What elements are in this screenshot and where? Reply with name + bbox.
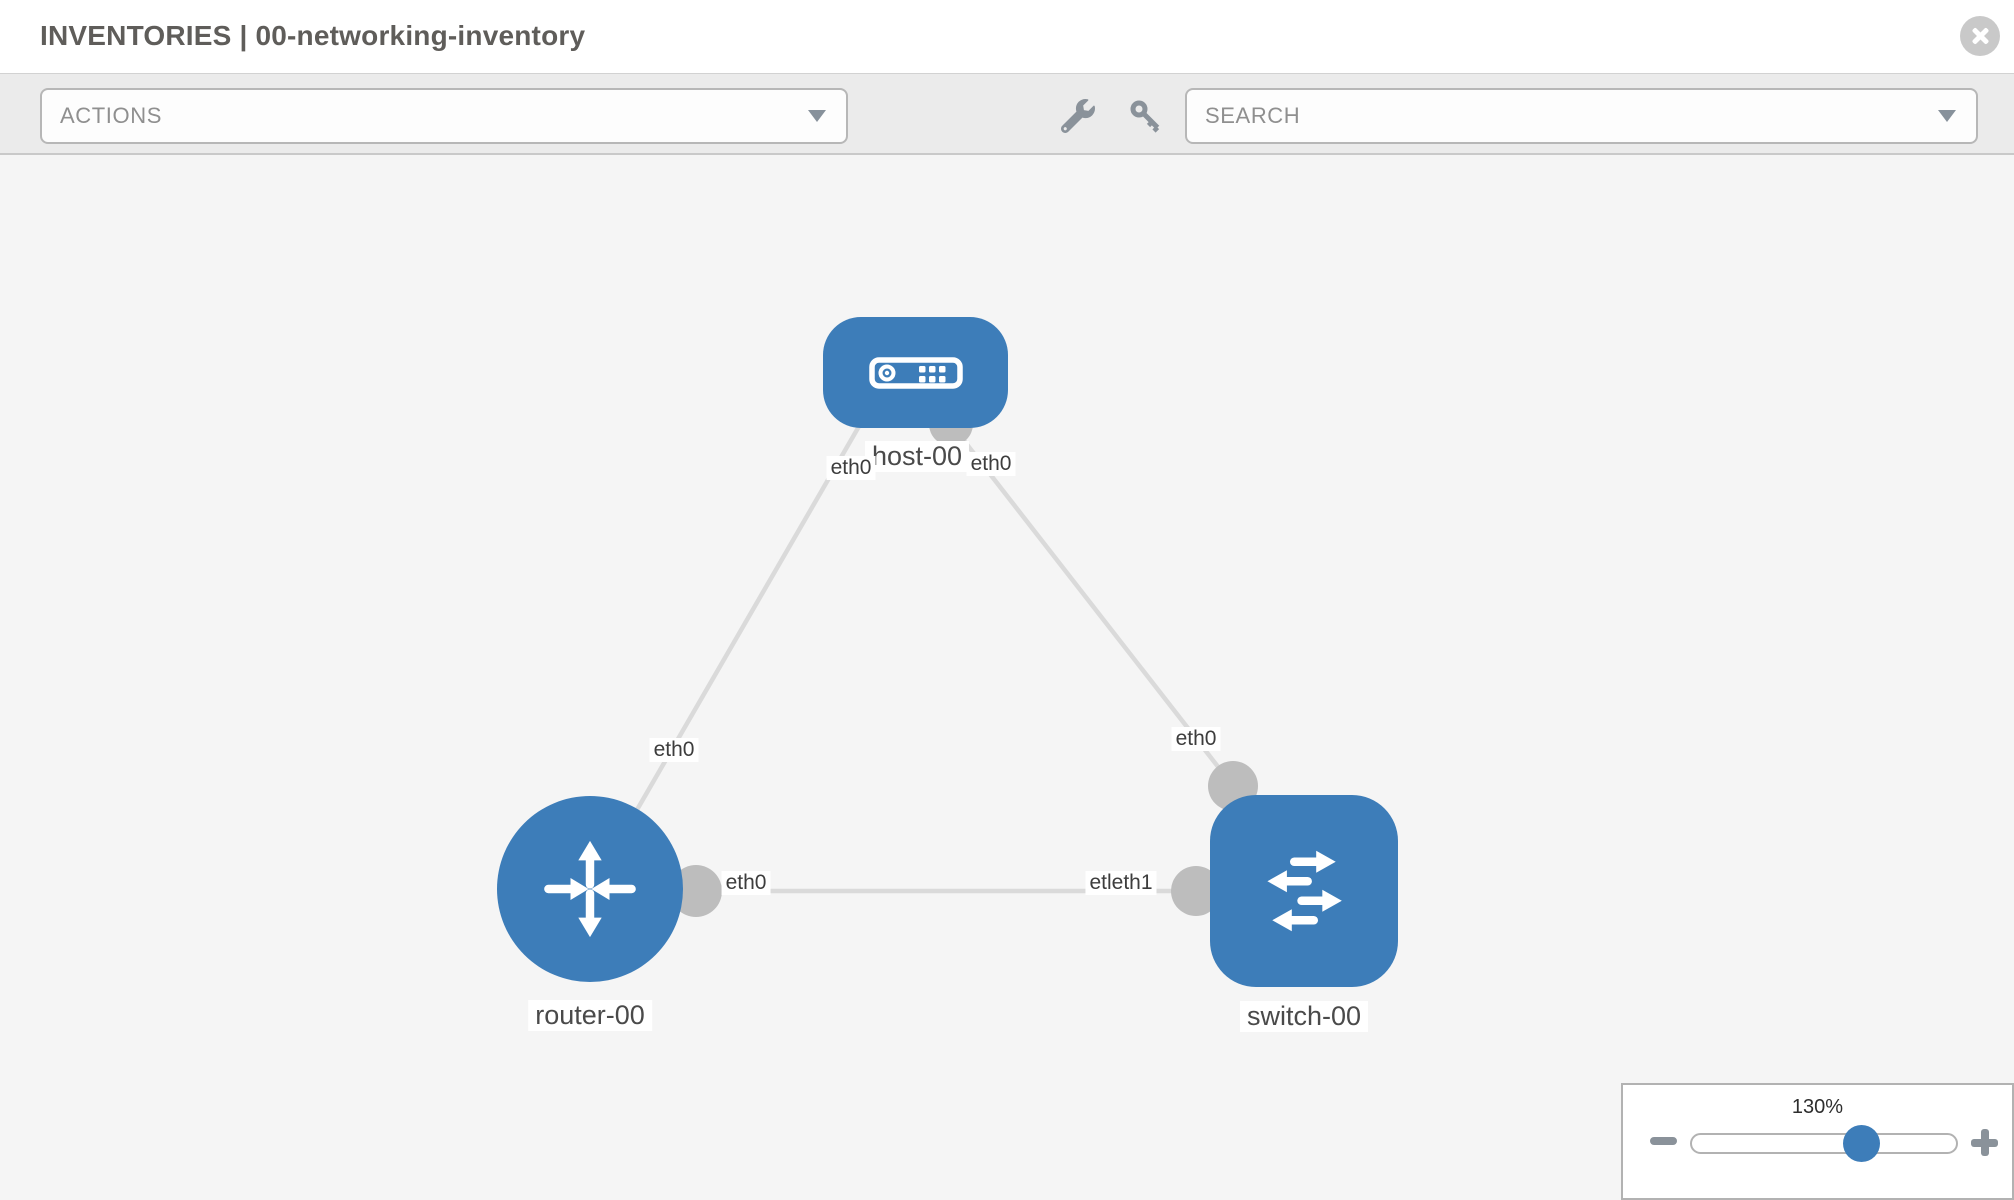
interface-label-switch-to-router: etleth1 [1085,871,1157,896]
host-icon [868,356,963,389]
zoom-out-button[interactable] [1650,1137,1677,1145]
topology-links-layer [588,388,1258,917]
router-icon [544,840,636,938]
wrench-icon [1060,98,1095,133]
switch-icon [1267,850,1342,932]
zoom-slider-handle[interactable] [1843,1125,1880,1162]
node-label-switch: switch-00 [1239,1001,1369,1033]
interface-label-switch-to-host: eth0 [1171,727,1221,752]
toolbar: ACTIONS SEARCH [0,74,2014,155]
topology-canvas[interactable]: host-00 router-00 switch-00 eth0 eth0 et… [0,155,2014,1200]
search-dropdown[interactable]: SEARCH [1185,88,1978,144]
zoom-in-button[interactable] [1971,1129,1998,1156]
interface-label-router-to-switch: eth0 [721,871,771,896]
configure-tools-button[interactable] [1059,98,1097,136]
caret-down-icon[interactable] [808,110,826,122]
interface-label-host-to-switch: eth0 [966,452,1016,477]
node-label-host: host-00 [864,441,970,473]
minus-icon [1650,1137,1677,1145]
credentials-key-button[interactable] [1127,98,1165,136]
link-host-switch [949,422,1235,788]
node-host-00[interactable] [823,317,1008,428]
zoom-level-label: 130% [1791,1096,1844,1118]
node-switch-00[interactable] [1210,795,1398,987]
node-router-00[interactable] [497,796,683,982]
connector-router-right [670,865,722,917]
header-bar: INVENTORIES | 00-networking-inventory [0,0,2014,74]
node-label-router: router-00 [528,1000,652,1032]
actions-dropdown[interactable]: ACTIONS [40,88,848,144]
page-title: INVENTORIES | 00-networking-inventory [40,20,586,51]
close-button[interactable] [1960,16,2000,56]
interface-label-router-to-host: eth0 [649,738,699,763]
search-placeholder: SEARCH [1205,103,1301,128]
caret-down-icon[interactable] [1938,110,1956,122]
zoom-control-panel: 130% [1621,1083,2014,1200]
connector-switch-left [1171,866,1221,916]
interface-label-host-to-router: eth0 [826,456,876,481]
actions-dropdown-placeholder: ACTIONS [60,103,162,128]
zoom-slider-track[interactable] [1690,1133,1958,1154]
key-icon [1130,100,1160,133]
